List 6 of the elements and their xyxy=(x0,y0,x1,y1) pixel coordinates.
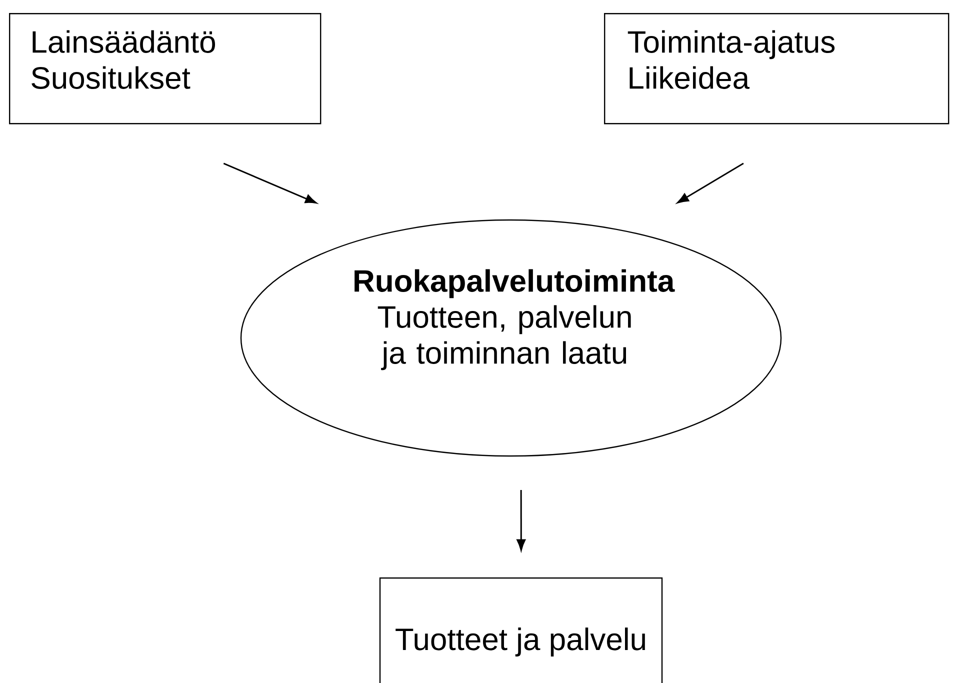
arrow xyxy=(677,162,744,204)
arrow xyxy=(516,490,526,551)
text-box: Lainsäädäntö Suositukset xyxy=(9,13,322,124)
text-box: Toiminta-ajatus Liikeidea xyxy=(604,13,950,124)
arrow xyxy=(223,162,317,204)
text-box: Tuotteet ja palvelu xyxy=(379,577,663,683)
